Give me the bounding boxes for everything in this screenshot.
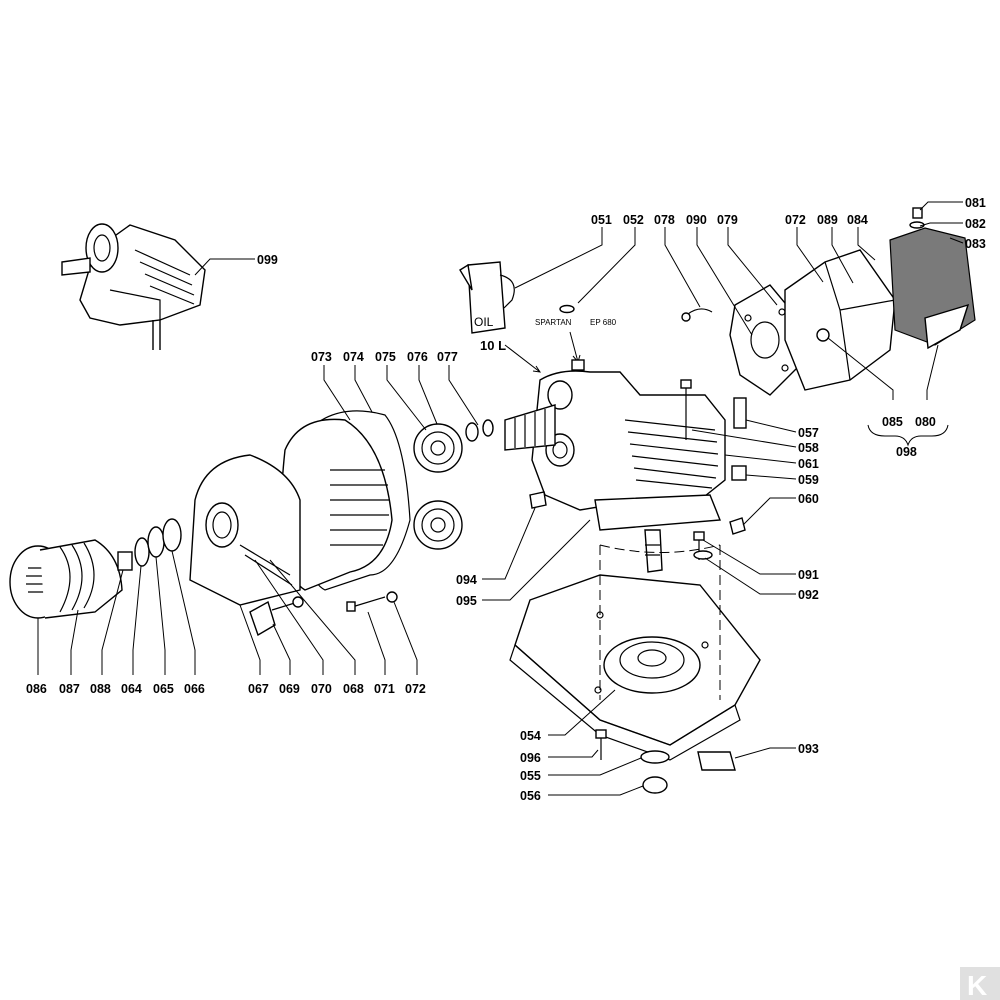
callout-072-lower: 072 [405, 682, 426, 696]
callout-065: 065 [153, 682, 174, 696]
pulley-housing [189, 454, 301, 606]
callout-079: 079 [717, 213, 738, 227]
callout-085: 085 [882, 415, 903, 429]
oil-can: OIL [459, 261, 515, 334]
callout-064: 064 [121, 682, 142, 696]
gearbox-housing [531, 359, 726, 573]
mounting-guide [599, 544, 721, 700]
callout-070: 070 [311, 682, 332, 696]
callout-081: 081 [965, 196, 986, 210]
corner-logo-letter: K [967, 970, 987, 1000]
callout-055: 055 [520, 769, 541, 783]
tensioner-knob [249, 596, 304, 637]
callout-099: 099 [257, 253, 278, 267]
callout-096: 096 [520, 751, 541, 765]
bolt-071 [346, 596, 386, 612]
callout-094: 094 [456, 573, 477, 587]
callout-072-upper: 072 [785, 213, 806, 227]
circlip-064 [134, 537, 150, 567]
screw-081 [912, 207, 923, 219]
callout-054: 054 [520, 729, 541, 743]
lubricant-grade: EP 680 [590, 318, 617, 327]
clamp-plate-093 [697, 751, 736, 771]
drive-gear-lower [413, 500, 463, 550]
callout-077: 077 [437, 350, 458, 364]
callout-067: 067 [248, 682, 269, 696]
callout-052: 052 [623, 213, 644, 227]
flange-plate [729, 284, 801, 396]
bearing-066 [162, 518, 182, 552]
callout-073: 073 [311, 350, 332, 364]
callout-060: 060 [798, 492, 819, 506]
callout-075: 075 [375, 350, 396, 364]
callout-086: 086 [26, 682, 47, 696]
oil-fill-arrow [504, 344, 542, 373]
clutch-pulley [9, 539, 123, 619]
callout-057: 057 [798, 426, 819, 440]
callout-088: 088 [90, 682, 111, 696]
stud-057 [733, 397, 747, 429]
callout-092: 092 [798, 588, 819, 602]
callout-090: 090 [686, 213, 707, 227]
callout-091: 091 [798, 568, 819, 582]
callout-087: 087 [59, 682, 80, 696]
drive-gear-upper [413, 423, 463, 473]
nut-094 [529, 491, 547, 509]
lubricant-brand: SPARTAN [535, 318, 572, 327]
hex-guard [784, 249, 896, 391]
assembled-gearbox-thumbnail [61, 223, 206, 350]
circlip-077 [465, 422, 479, 442]
corner-logo: K [960, 967, 1000, 1000]
callout-080: 080 [915, 415, 936, 429]
callout-095: 095 [456, 594, 477, 608]
leader-lines [37, 201, 964, 796]
callout-083: 083 [965, 237, 986, 251]
callout-059: 059 [798, 473, 819, 487]
bolt-058 [680, 379, 692, 440]
group-brace-098 [867, 424, 949, 447]
callout-089: 089 [817, 213, 838, 227]
output-gear [603, 636, 701, 694]
oil-volume: 10 L [480, 338, 506, 353]
bush-077 [482, 419, 494, 437]
callout-093: 093 [798, 742, 819, 756]
clip-078 [687, 308, 713, 315]
callout-071: 071 [374, 682, 395, 696]
oil-can-label: OIL [474, 315, 494, 329]
callout-056: 056 [520, 789, 541, 803]
callout-labels: 099 051 052 078 090 079 072 089 084 081 … [26, 196, 986, 803]
washer-072 [386, 591, 398, 603]
bolt-085 [816, 328, 830, 342]
callout-051: 051 [591, 213, 612, 227]
callout-061: 061 [798, 457, 819, 471]
nut-060 [729, 517, 746, 535]
callout-074: 074 [343, 350, 364, 364]
callout-078: 078 [654, 213, 675, 227]
washer-092 [693, 550, 713, 560]
callout-069: 069 [279, 682, 300, 696]
bolt-096 [595, 729, 607, 760]
callout-066: 066 [184, 682, 205, 696]
callout-098: 098 [896, 445, 917, 459]
callout-068: 068 [343, 682, 364, 696]
callout-058: 058 [798, 441, 819, 455]
callout-076: 076 [407, 350, 428, 364]
callout-084: 084 [847, 213, 868, 227]
callout-082: 082 [965, 217, 986, 231]
washer-055 [640, 750, 670, 764]
splined-shaft [504, 404, 556, 451]
spacer-059 [731, 465, 747, 481]
nut-056 [642, 776, 668, 794]
key-088 [117, 551, 133, 571]
shield-083 [889, 227, 976, 350]
lubricant-tin [559, 304, 575, 314]
lubricant-arrow [569, 331, 581, 364]
ring-065 [147, 526, 165, 558]
